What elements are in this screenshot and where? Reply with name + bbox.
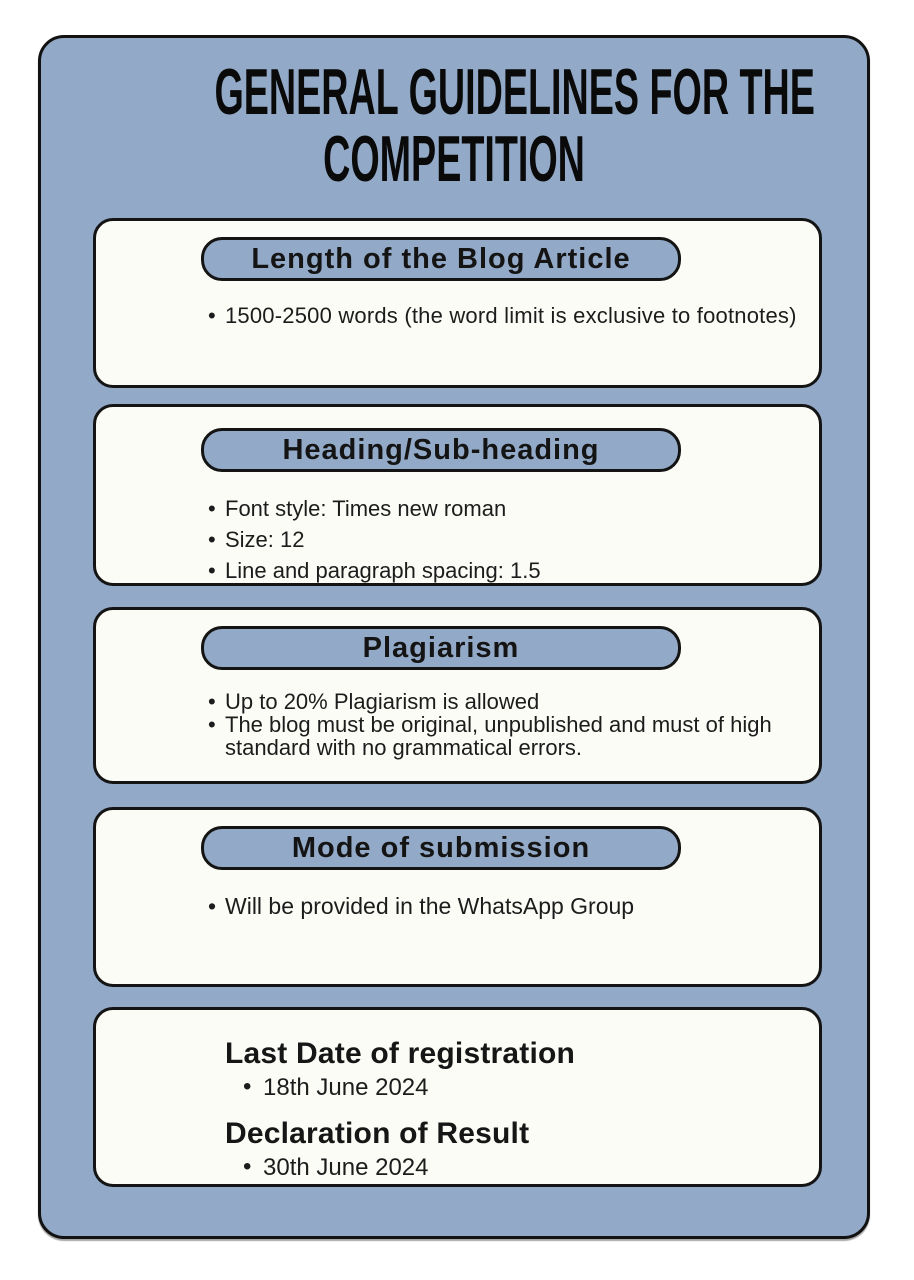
bullet-item: Will be provided in the WhatsApp Group [208,894,799,920]
section-heading-subheading-label: Heading/Sub-heading [282,433,600,466]
section-heading-plagiarism-label: Plagiarism [362,631,520,664]
bullet-item: 30th June 2024 [243,1153,799,1182]
registration-deadline-heading: Last Date of registration [225,1037,576,1070]
section-heading-length-label: Length of the Blog Article [251,242,631,275]
card-plagiarism: Plagiarism Up to 20% Plagiarism is allow… [93,607,822,784]
submission-bullet-list: Will be provided in the WhatsApp Group [96,894,819,920]
card-important-dates: Last Date of registration 18th June 2024… [93,1007,822,1187]
section-heading-plagiarism: Plagiarism [201,626,681,670]
guidelines-panel: GENERAL GUIDELINES FOR THE COMPETITION L… [38,35,870,1239]
result-declaration-list: 30th June 2024 [225,1153,799,1182]
card-length-of-blog: Length of the Blog Article 1500-2500 wor… [93,218,822,388]
result-declaration-heading: Declaration of Result [225,1117,530,1150]
bullet-item: 1500-2500 words (the word limit is exclu… [208,303,799,328]
page-title-line-1: GENERAL GUIDELINES FOR THE [214,55,815,128]
bullet-item: 18th June 2024 [243,1073,799,1102]
heading-bullet-list: Font style: Times new roman Size: 12 Lin… [96,496,819,583]
bullet-item: Font style: Times new roman [208,496,799,521]
section-heading-subheading: Heading/Sub-heading [201,428,681,472]
page-title: GENERAL GUIDELINES FOR THE COMPETITION [41,58,867,192]
bullet-item: The blog must be original, unpublished a… [208,713,777,759]
bullet-item: Size: 12 [208,527,799,552]
length-bullet-list: 1500-2500 words (the word limit is exclu… [96,303,819,328]
card-mode-of-submission: Mode of submission Will be provided in t… [93,807,822,987]
page-title-line-2: COMPETITION [323,122,585,195]
bullet-item: Up to 20% Plagiarism is allowed [208,690,777,713]
section-heading-submission-label: Mode of submission [291,831,591,864]
registration-deadline-list: 18th June 2024 [225,1073,799,1102]
section-heading-length: Length of the Blog Article [201,237,681,281]
section-heading-submission: Mode of submission [201,826,681,870]
plagiarism-bullet-list: Up to 20% Plagiarism is allowed The blog… [96,690,819,759]
dates-block: Last Date of registration 18th June 2024… [96,1010,819,1182]
bullet-item: Line and paragraph spacing: 1.5 [208,558,799,583]
card-heading-subheading: Heading/Sub-heading Font style: Times ne… [93,404,822,586]
